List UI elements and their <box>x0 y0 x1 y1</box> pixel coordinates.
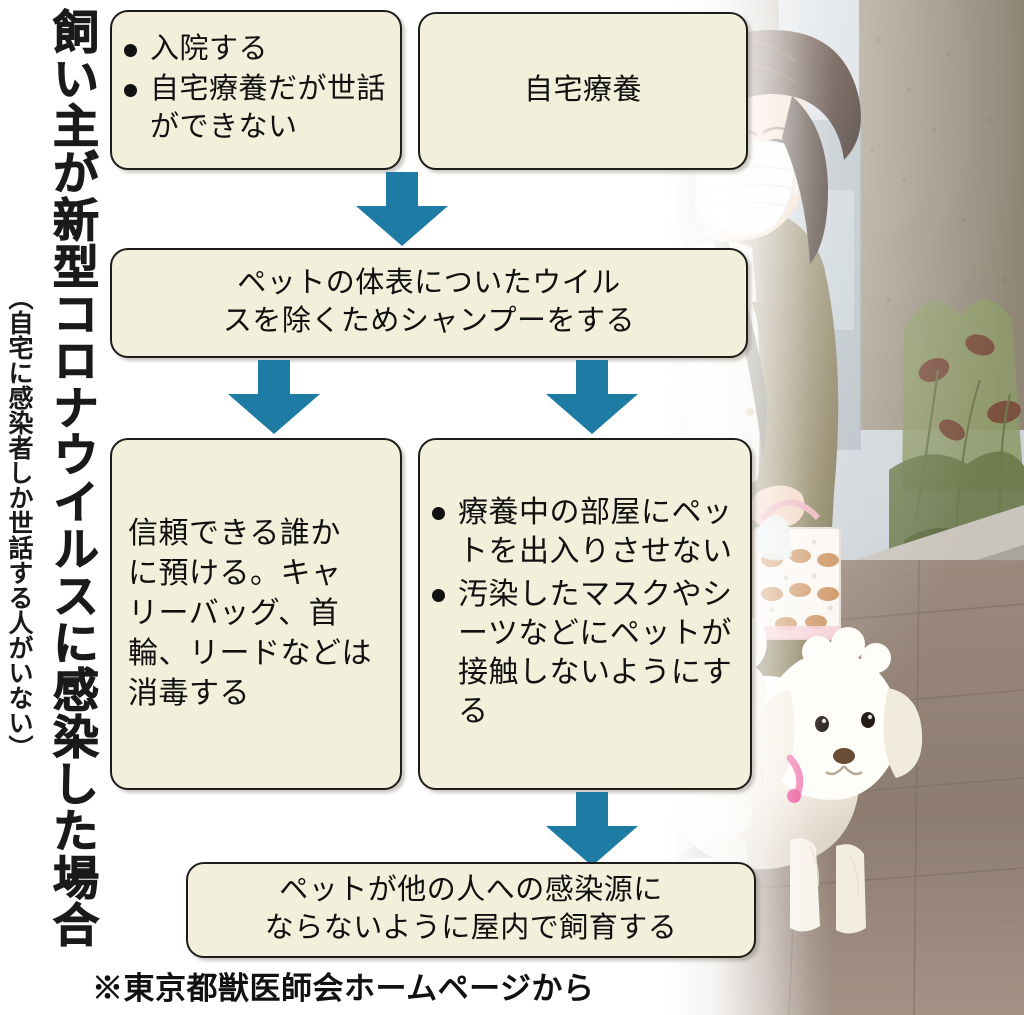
isolate-bullet-list: 療養中の部屋にペットを出入りさせない 汚染したマスクやシーツなどにペットが接触し… <box>428 493 742 731</box>
down-arrow-icon <box>350 172 454 246</box>
hospital-bullet-list: 入院する 自宅療養だが世話ができない <box>120 31 394 146</box>
entrust-line-1: 信頼できる誰か <box>128 517 341 551</box>
indoor-line-1: ペットが他の人への感染源に <box>279 874 663 907</box>
down-arrow-icon <box>222 360 326 434</box>
flow-box-keep-indoors: ペットが他の人への感染源に ならないように屋内で飼育する <box>186 862 756 958</box>
flow-box-home-recuperation: 自宅療養 <box>418 12 748 170</box>
flow-box-entrust-to-someone: 信頼できる誰か に預ける。キャ リーバッグ、首 輪、リードなどは 消毒する <box>110 438 402 790</box>
entrust-line-3: リーバッグ、首 <box>128 597 340 631</box>
list-item: 自宅療養だが世話ができない <box>120 71 394 146</box>
indoor-line-2: ならないように屋内で飼育する <box>264 912 678 944</box>
list-item: 入院する <box>120 31 394 69</box>
entrust-line-5: 消毒する <box>128 676 250 710</box>
flow-box-shampoo: ペットの体表についたウイル スを除くためシャンプーをする <box>110 248 748 358</box>
flow-box-hospitalized: 入院する 自宅療養だが世話ができない <box>110 10 402 170</box>
down-arrow-icon <box>540 792 644 866</box>
list-item: 汚染したマスクやシーツなどにペットが接触しないようにする <box>428 575 742 731</box>
flow-box-isolate-pet: 療養中の部屋にペットを出入りさせない 汚染したマスクやシーツなどにペットが接触し… <box>418 438 752 790</box>
down-arrow-icon <box>540 360 644 434</box>
shampoo-line-1: ペットの体表についたウイル <box>237 267 621 300</box>
homecare-text: 自宅療養 <box>523 74 642 107</box>
page-subtitle: （自宅に感染者しか世話する人がいない） <box>5 285 33 760</box>
page-title: 飼い主が新型コロナウイルスに感染した場合 <box>46 7 99 948</box>
list-item: 療養中の部屋にペットを出入りさせない <box>428 493 742 571</box>
entrust-line-2: に預ける。キャ <box>128 557 342 591</box>
shampoo-line-2: スを除くためシャンプーをする <box>222 305 636 337</box>
source-note: ※東京都獣医師会ホームページから <box>92 971 595 1006</box>
entrust-line-4: 輪、リードなどは <box>128 636 372 670</box>
